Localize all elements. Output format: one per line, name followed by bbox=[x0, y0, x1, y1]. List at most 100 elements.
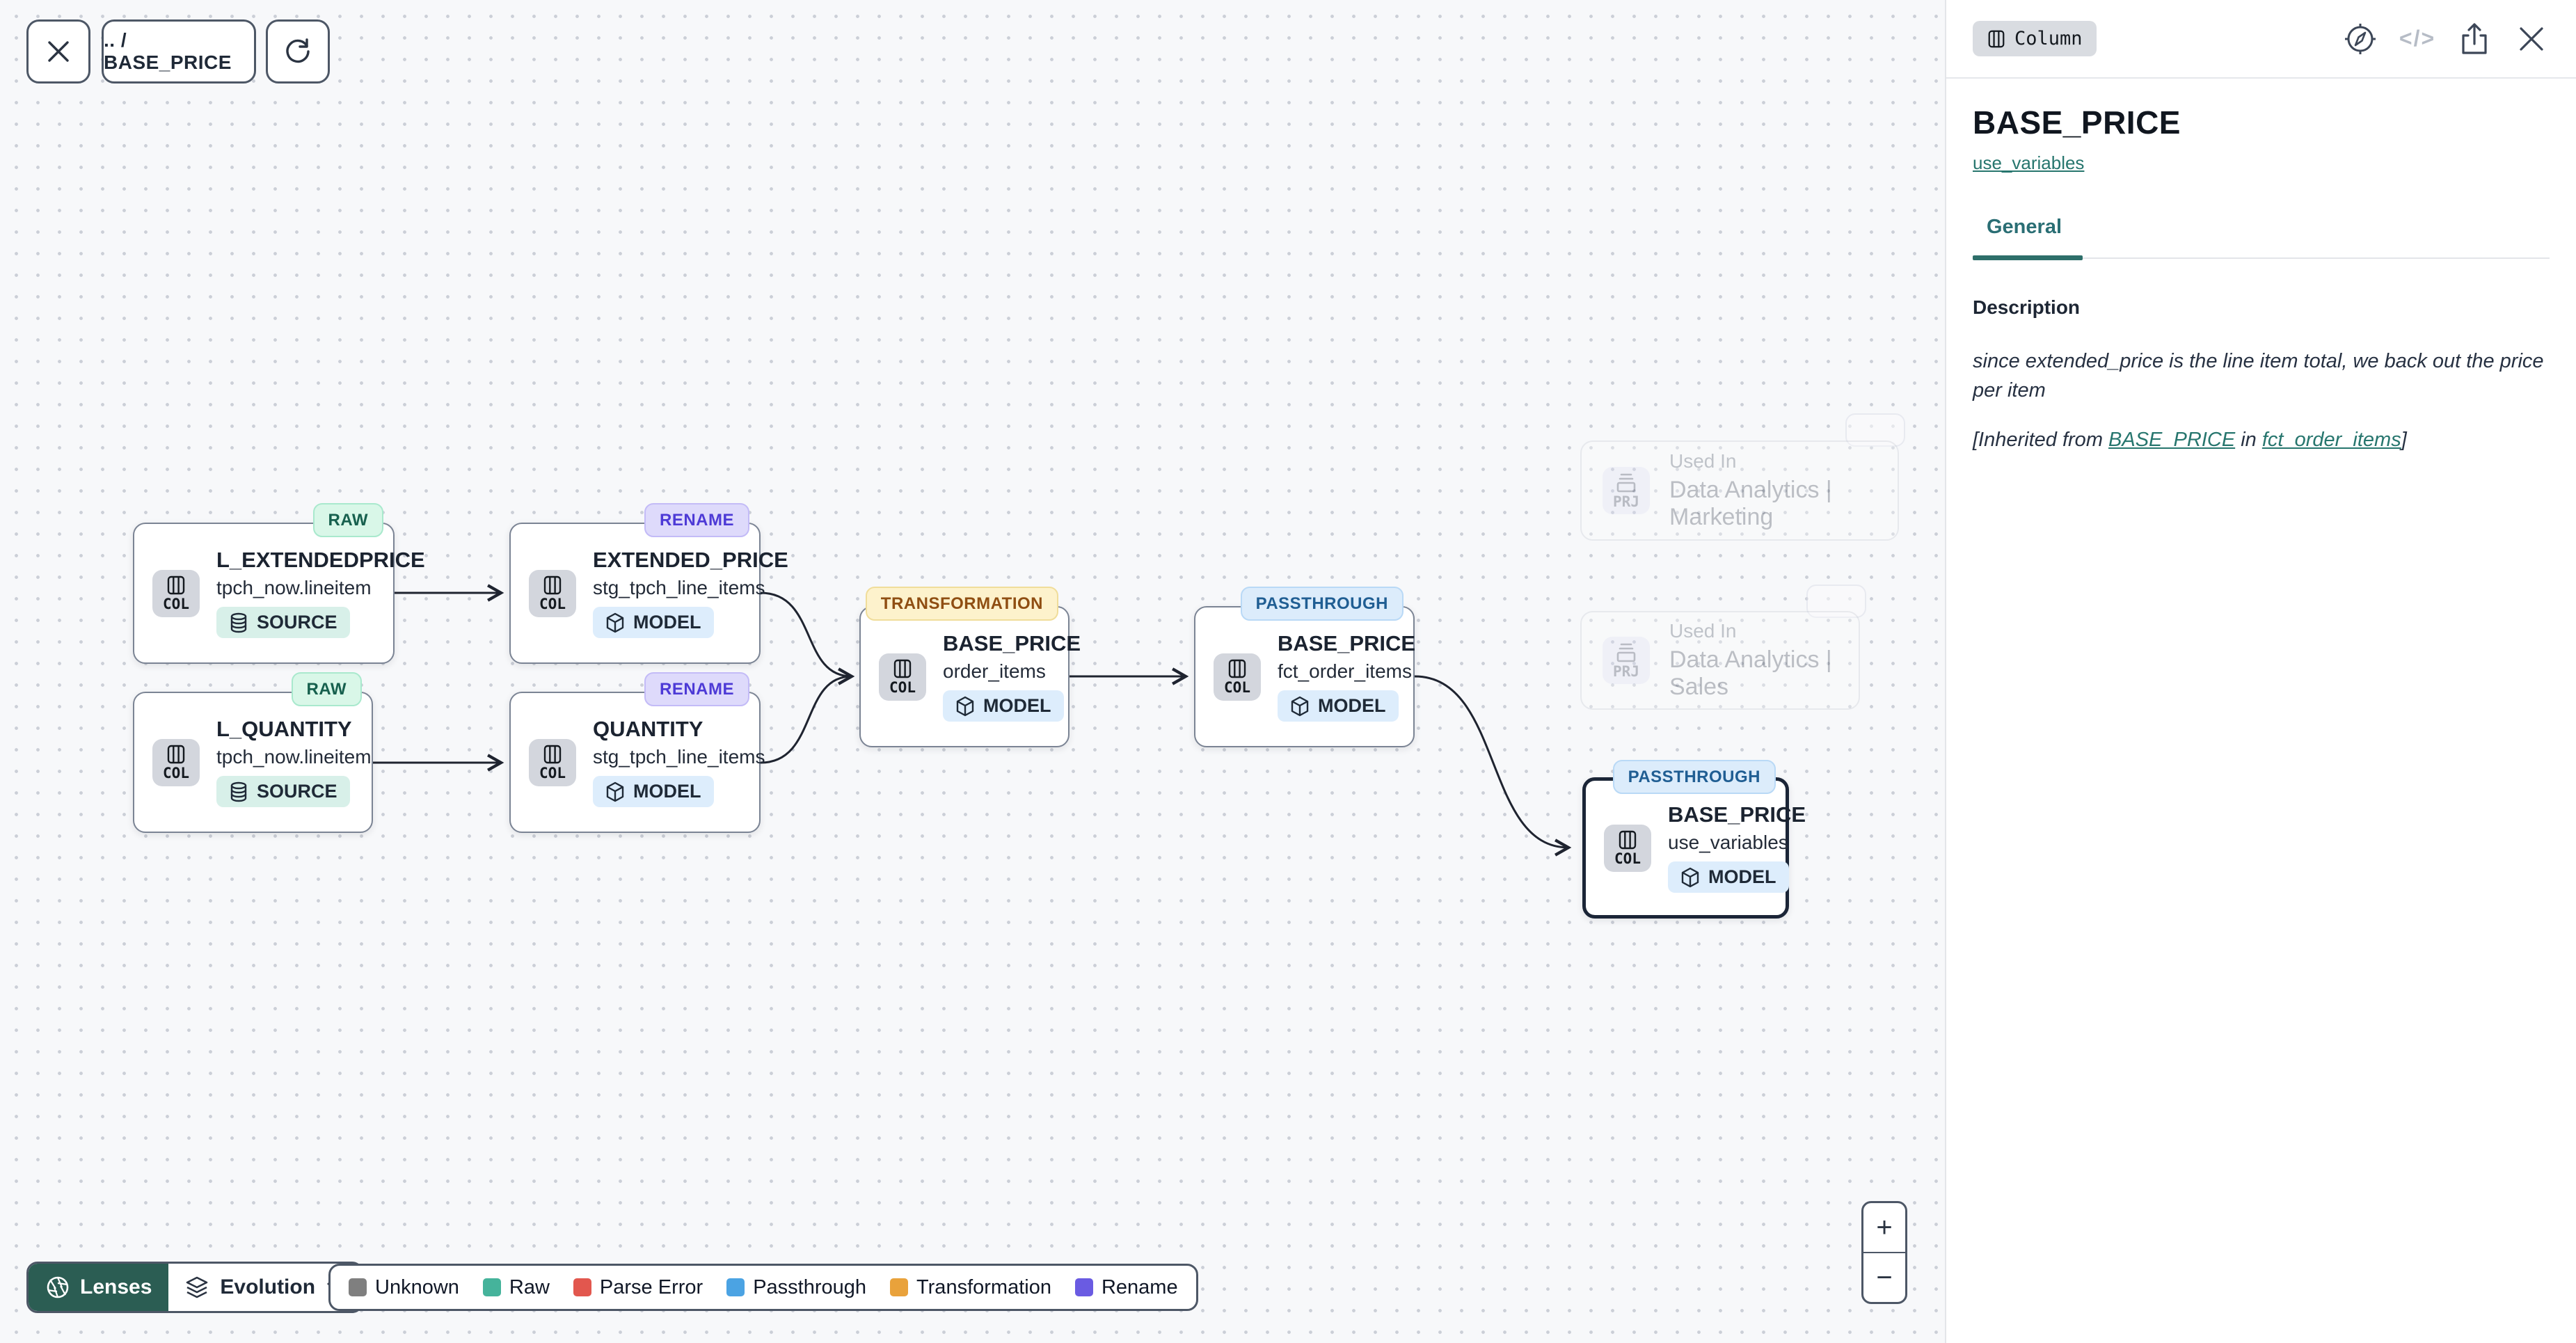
lens-badge-rename: RENAME bbox=[644, 503, 749, 537]
lenses-button[interactable]: Lenses bbox=[29, 1264, 169, 1311]
legend-item-passthrough: Passthrough bbox=[726, 1276, 866, 1299]
database-icon bbox=[230, 781, 247, 802]
model-link[interactable]: use_variables bbox=[1973, 152, 2085, 173]
close-graph-button[interactable] bbox=[26, 19, 90, 84]
column-chip: COL bbox=[1604, 824, 1651, 872]
close-icon bbox=[48, 41, 69, 62]
node-base-price-order-items[interactable]: TRANSFORMATION COL BASE_PRICE order_item… bbox=[859, 587, 1081, 747]
used-in-node-sales[interactable]: PRJ Used In Data Analytics | Sales bbox=[1580, 611, 1860, 710]
node-l-quantity[interactable]: RAW COL L_QUANTITY tpch_now.lineitem bbox=[133, 672, 373, 833]
description-body: since extended_price is the line item to… bbox=[1973, 350, 2544, 402]
cube-icon bbox=[1681, 867, 1699, 888]
lineage-canvas[interactable]: .. / BASE_PRICE PRJ Used In Data Analyti… bbox=[0, 0, 1945, 1343]
refresh-icon bbox=[286, 38, 310, 63]
model-type-chip: MODEL bbox=[593, 776, 714, 808]
cube-icon bbox=[1291, 696, 1309, 717]
column-chip: COL bbox=[152, 569, 200, 617]
node-extended-price[interactable]: RENAME COL EXTENDED_PRICE stg_tpch_line_… bbox=[509, 503, 788, 664]
code-icon: </> bbox=[2399, 26, 2436, 51]
column-chip: COL bbox=[879, 653, 926, 701]
node-title: BASE_PRICE bbox=[943, 630, 1081, 655]
node-quantity[interactable]: RENAME COL QUANTITY stg_tpch_line_items … bbox=[509, 672, 765, 833]
column-icon bbox=[167, 575, 185, 595]
node-title: L_EXTENDEDPRICE bbox=[216, 547, 425, 572]
refresh-button[interactable] bbox=[266, 19, 330, 84]
column-chip: COL bbox=[1214, 653, 1261, 701]
zoom-controls: + − bbox=[1861, 1201, 1907, 1304]
node-title: QUANTITY bbox=[593, 716, 703, 741]
tab-general[interactable]: General bbox=[1973, 216, 2083, 260]
column-icon bbox=[167, 745, 185, 764]
close-icon bbox=[2520, 26, 2543, 51]
source-type-chip: SOURCE bbox=[216, 607, 350, 639]
zoom-in-button[interactable]: + bbox=[1863, 1203, 1905, 1253]
view-code-button[interactable]: </> bbox=[2399, 21, 2435, 57]
column-chip: COL bbox=[529, 569, 576, 617]
legend-swatch bbox=[349, 1278, 367, 1296]
node-subtitle: stg_tpch_line_items bbox=[593, 745, 765, 768]
node-subtitle: use_variables bbox=[1668, 831, 1788, 853]
node-title: EXTENDED_PRICE bbox=[593, 547, 788, 572]
used-in-label: Used In bbox=[1669, 620, 1737, 642]
breadcrumb-label: .. / BASE_PRICE bbox=[104, 29, 232, 73]
share-icon bbox=[2462, 22, 2487, 54]
legend-swatch bbox=[890, 1278, 909, 1296]
faded-lens-badge bbox=[1806, 585, 1866, 618]
project-stack-icon bbox=[1616, 473, 1636, 492]
legend-swatch bbox=[573, 1278, 591, 1296]
node-subtitle: fct_order_items bbox=[1278, 660, 1412, 682]
panel-header: Column </> bbox=[1946, 0, 2576, 79]
node-l-extendedprice[interactable]: RAW COL L_EXTENDEDPRICE tpch_now.lineite… bbox=[133, 503, 425, 664]
zoom-out-button[interactable]: − bbox=[1876, 1262, 1893, 1293]
cube-icon bbox=[606, 612, 624, 633]
node-base-price-fct-order-items[interactable]: PASSTHROUGH COL BASE_PRICE fct_order_ite… bbox=[1194, 587, 1415, 747]
inherited-column-link[interactable]: BASE_PRICE bbox=[2108, 429, 2236, 452]
breadcrumb[interactable]: .. / BASE_PRICE bbox=[102, 19, 256, 84]
project-type-chip: PRJ bbox=[1603, 637, 1650, 684]
layers-icon bbox=[186, 1276, 208, 1298]
node-subtitle: order_items bbox=[943, 660, 1046, 682]
used-in-node-marketing[interactable]: PRJ Used In Data Analytics | Marketing bbox=[1580, 440, 1899, 541]
lens-badge-transformation: TRANSFORMATION bbox=[865, 587, 1058, 621]
aperture-icon bbox=[47, 1276, 69, 1298]
node-subtitle: tpch_now.lineitem bbox=[216, 745, 372, 768]
lens-badge-passthrough: PASSTHROUGH bbox=[1612, 760, 1776, 794]
close-panel-button[interactable] bbox=[2513, 21, 2550, 57]
lens-legend: Unknown Raw Parse Error Passthrough Tran… bbox=[328, 1264, 1198, 1311]
lens-badge-rename: RENAME bbox=[644, 672, 749, 706]
details-panel: Column </> bbox=[1945, 0, 2576, 1343]
legend-item-transformation: Transformation bbox=[890, 1276, 1051, 1299]
model-type-chip: MODEL bbox=[1668, 861, 1789, 893]
share-button[interactable] bbox=[2456, 21, 2492, 57]
panel-tabs: General bbox=[1973, 216, 2550, 260]
project-stack-icon bbox=[1616, 643, 1636, 662]
legend-swatch bbox=[726, 1278, 745, 1296]
legend-swatch bbox=[482, 1278, 501, 1296]
faded-lens-badge bbox=[1845, 413, 1905, 447]
node-subtitle: tpch_now.lineitem bbox=[216, 576, 372, 598]
node-title: L_QUANTITY bbox=[216, 716, 352, 741]
inherited-note: [Inherited from BASE_PRICE in fct_order_… bbox=[1973, 429, 2407, 452]
column-icon bbox=[1228, 659, 1246, 678]
lens-badge-raw: RAW bbox=[291, 672, 362, 706]
column-icon bbox=[543, 745, 562, 764]
node-base-price-use-variables[interactable]: PASSTHROUGH COL BASE_PRICE use_variables… bbox=[1582, 760, 1806, 919]
focus-in-graph-button[interactable] bbox=[2342, 21, 2378, 57]
legend-swatch bbox=[1074, 1278, 1093, 1296]
used-in-label: Used In bbox=[1669, 450, 1737, 472]
column-icon bbox=[543, 575, 562, 595]
lens-badge-raw: RAW bbox=[312, 503, 383, 537]
model-type-chip: MODEL bbox=[1278, 690, 1399, 722]
description-section: Description since extended_price is the … bbox=[1973, 296, 2550, 452]
node-title: BASE_PRICE bbox=[1668, 802, 1806, 827]
column-icon bbox=[1619, 830, 1637, 850]
lens-badge-passthrough: PASSTHROUGH bbox=[1240, 587, 1404, 621]
node-subtitle: stg_tpch_line_items bbox=[593, 576, 765, 598]
database-icon bbox=[230, 612, 247, 633]
legend-item-unknown: Unknown bbox=[349, 1276, 459, 1299]
entity-type-badge: Column bbox=[1973, 21, 2097, 56]
cube-icon bbox=[606, 781, 624, 802]
inherited-model-link[interactable]: fct_order_items bbox=[2261, 429, 2401, 452]
column-chip: COL bbox=[529, 738, 576, 786]
used-in-project: Data Analytics | Marketing bbox=[1669, 477, 1832, 530]
